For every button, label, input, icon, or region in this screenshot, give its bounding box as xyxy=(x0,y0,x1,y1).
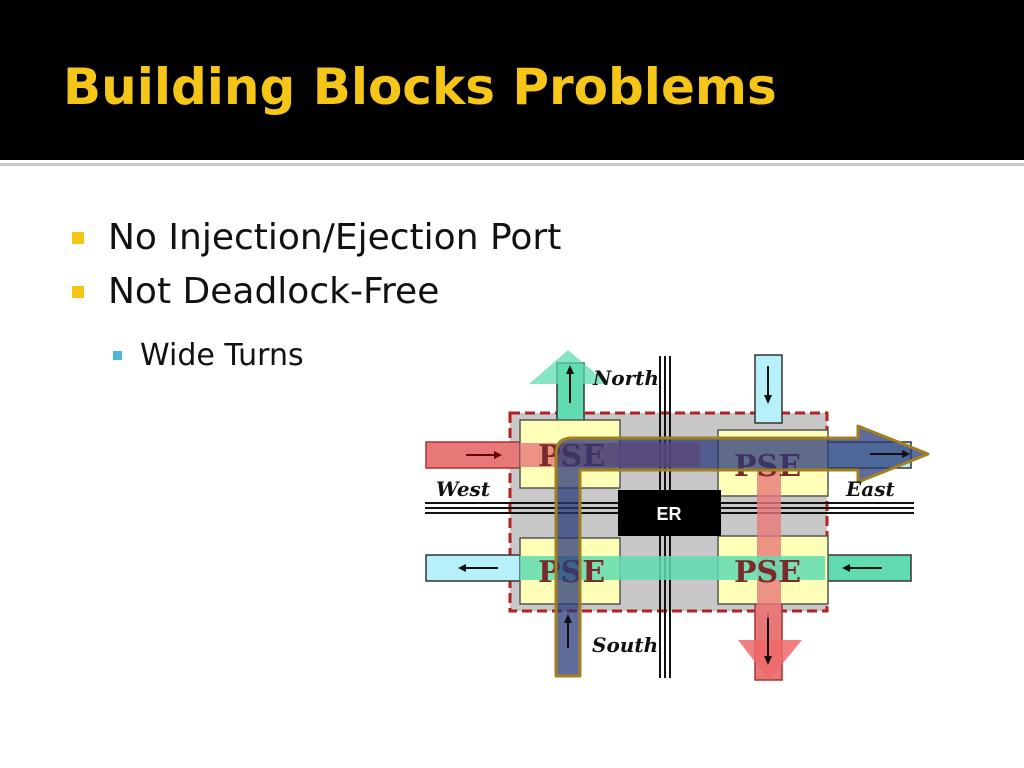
bullet-item: No Injection/Ejection Port xyxy=(72,214,561,268)
router-diagram: PSE PSE PSE PSE ER North South West East xyxy=(425,350,930,681)
south-label: South xyxy=(592,633,658,657)
wide-turn-path xyxy=(554,424,930,678)
title-bar: Building Blocks Problems xyxy=(0,0,1024,160)
arrow-right-icon xyxy=(494,451,502,459)
title-divider xyxy=(0,163,1024,166)
north-label: North xyxy=(592,366,659,390)
sub-bullet-text: Wide Turns xyxy=(140,338,304,373)
bullet-text: No Injection/Ejection Port xyxy=(108,217,562,258)
bullet-square-icon xyxy=(72,232,84,244)
bullet-square-icon xyxy=(72,286,84,298)
arrow-down-icon xyxy=(764,395,772,404)
arrow-up-icon xyxy=(566,365,574,374)
er-label: ER xyxy=(656,504,681,524)
arrow-right-icon xyxy=(902,450,910,458)
west-label: West xyxy=(436,477,491,501)
slide-title: Building Blocks Problems xyxy=(63,58,777,116)
bullet-list: No Injection/Ejection Port Not Deadlock-… xyxy=(72,214,561,376)
east-label: East xyxy=(845,477,895,501)
bullet-text: Not Deadlock-Free xyxy=(108,271,440,312)
sub-bullet-item: Wide Turns xyxy=(72,336,561,376)
red-south-lane xyxy=(757,468,781,618)
bullet-item: Not Deadlock-Free xyxy=(72,268,561,322)
arrow-up-icon xyxy=(564,614,572,623)
er-block xyxy=(618,490,721,536)
sub-bullet-square-icon xyxy=(113,351,122,360)
arrow-left-icon xyxy=(842,564,850,572)
arrow-down-icon xyxy=(764,656,772,665)
north-arrowhead xyxy=(529,350,608,384)
pse-label: PSE xyxy=(734,555,801,590)
arrow-left-icon xyxy=(458,564,466,572)
